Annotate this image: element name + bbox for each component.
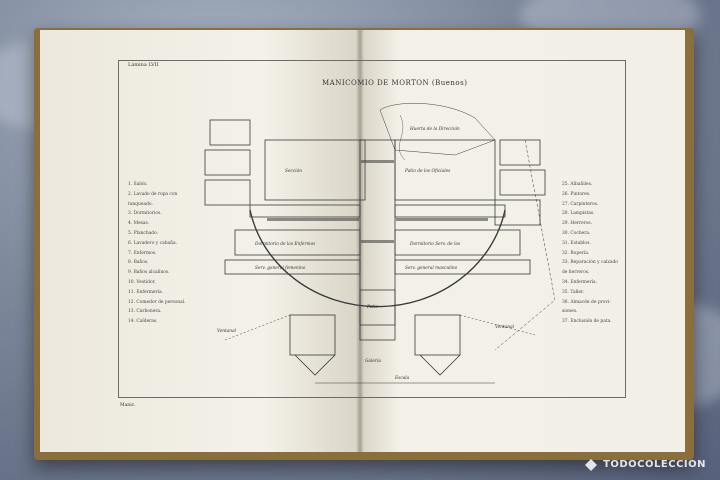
- plan-label-center: Patio: [366, 305, 378, 310]
- semicircle-corridor: [249, 209, 506, 308]
- legend-item: 1. Salón.: [128, 182, 148, 187]
- legend-item: tanqueado.: [128, 201, 153, 207]
- left-legend: 1. Salón. 2. Lavado de ropa con tanquead…: [128, 180, 186, 327]
- left-page: [40, 30, 360, 452]
- plan-label-bottom-center: Galería: [365, 359, 381, 364]
- legend-item: 35. Taller.: [562, 289, 585, 295]
- legend-item: 11. Enfermería.: [128, 289, 164, 295]
- left-road: [224, 314, 291, 341]
- sw-pavilion-wing: [294, 354, 336, 376]
- plan-label-right-hall: Dormitorio Serv. de los: [409, 242, 461, 247]
- right-road: [459, 314, 536, 336]
- plan-title: MANICOMIO DE MORTON (Buenos): [322, 79, 468, 87]
- left-wing-block-3: [204, 179, 251, 206]
- legend-item: 37. Enclusión de pata.: [562, 319, 612, 325]
- se-pavilion: [414, 314, 461, 356]
- garden-path: [399, 114, 406, 161]
- legend-item: 12. Comedor de personal.: [128, 299, 186, 305]
- page-footer: Manic.: [120, 403, 136, 408]
- legend-item: 13. Carbonera.: [128, 309, 162, 315]
- legend-item: 2. Lavado de ropa con: [128, 191, 178, 197]
- legend-item: 27. Carpinteros.: [562, 201, 599, 207]
- legend-item: de herreros.: [562, 270, 590, 276]
- legend-item: 33. Reparación y calzado: [562, 260, 618, 266]
- floor-plan: Huerta de la Dirección Sección Patio de …: [204, 103, 555, 384]
- legend-item: 9. Baños alcalinos.: [128, 270, 170, 276]
- hatched-wall: [396, 218, 488, 221]
- plan-label-left-road: Ventanal: [217, 329, 237, 334]
- legend-item: 26. Pintores.: [562, 191, 591, 197]
- plate-label: Lámina LVII: [128, 62, 159, 68]
- north-building-left: [264, 139, 366, 201]
- left-hall: [234, 229, 361, 256]
- plan-label-right-corridor: Serv. general masculino: [405, 266, 458, 271]
- right-wing-block-3: [494, 199, 541, 226]
- plan-label-right-road: Ventanal: [495, 325, 515, 330]
- plan-label-left-corridor: Serv. general femenino: [255, 266, 306, 271]
- legend-item: 7. Enfermos.: [128, 250, 157, 256]
- legend-item: 28. Lampistas.: [562, 211, 595, 217]
- legend-item: 29. Herreros.: [562, 221, 592, 227]
- legend-item: 4. Mesas.: [128, 221, 150, 227]
- legend-item: 30. Cochera.: [562, 230, 591, 236]
- legend-item: 8. Baños.: [128, 260, 149, 266]
- legend-item: 32. Ropería.: [562, 250, 590, 256]
- legend-item: 6. Lavadero y cabaña.: [128, 240, 177, 246]
- hatched-wall: [361, 160, 394, 163]
- legend-item: 3. Dormitorios.: [128, 211, 162, 217]
- plan-label-north-court: Sección: [285, 169, 302, 174]
- left-corridor: [249, 204, 361, 218]
- legend-item: 10. Vestidor.: [128, 279, 156, 285]
- right-wing-block-2: [499, 169, 546, 196]
- right-hall: [394, 229, 521, 256]
- right-corridor: [394, 204, 506, 218]
- se-pavilion-wing: [419, 354, 461, 376]
- legend-item: siones.: [562, 309, 578, 315]
- garden-outline: [379, 103, 496, 156]
- left-gallery: [224, 259, 361, 275]
- center-court: [359, 289, 396, 326]
- plan-label-scale: Escala: [394, 376, 410, 381]
- right-legend: 25. Albañiles. 26. Pintores. 27. Carpint…: [562, 180, 618, 327]
- right-page: [360, 30, 685, 452]
- legend-item: 5. Planchado.: [128, 230, 159, 236]
- plate-frame: [118, 60, 626, 398]
- watermark-logo-icon: [585, 459, 597, 471]
- legend-item: 31. Establos.: [562, 240, 591, 246]
- watermark: TODOCOLECCION: [603, 459, 706, 470]
- left-wing-block-2: [204, 149, 251, 176]
- plan-label-left-hall: Dormitorio de los Enfermos: [254, 242, 316, 247]
- legend-item: 36. Almacén de provi-: [562, 299, 611, 305]
- right-wing-block-1: [499, 139, 541, 166]
- legend-item: 14. Calderas.: [128, 319, 158, 325]
- right-boundary-line: [494, 139, 555, 351]
- legend-item: 25. Albañiles.: [562, 182, 593, 187]
- hatched-wall: [361, 240, 394, 243]
- legend-item: 34. Enfermería.: [562, 279, 598, 285]
- left-wing-block-1: [209, 119, 251, 146]
- hatched-wall: [267, 218, 359, 221]
- right-gallery: [394, 259, 531, 275]
- plan-label-admin-court: Patio de los Oficiales: [404, 169, 451, 174]
- plan-label-gardens: Huerta de la Dirección: [409, 127, 460, 132]
- sw-pavilion: [289, 314, 336, 356]
